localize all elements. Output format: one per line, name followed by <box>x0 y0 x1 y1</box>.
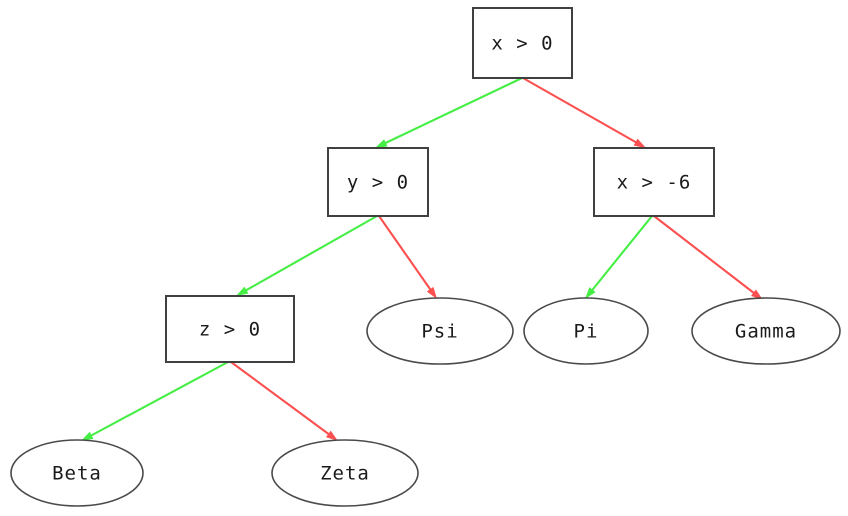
edge-line <box>230 361 332 437</box>
node-label: Pi <box>574 321 599 343</box>
arrowhead-icon <box>426 286 437 299</box>
node-root[interactable]: x > 0 <box>472 7 573 79</box>
node-x_gt_m6[interactable]: x > -6 <box>593 147 715 217</box>
node-label: Zeta <box>320 463 370 485</box>
node-label: Gamma <box>735 321 797 343</box>
decision-node-shape[interactable] <box>165 295 295 363</box>
node-label: Psi <box>421 321 458 343</box>
arrowhead-icon <box>236 286 249 296</box>
leaf-node-shape[interactable] <box>523 297 649 365</box>
arrowhead-icon <box>375 139 388 148</box>
node-label: x > 0 <box>491 33 553 55</box>
leaf-node-shape[interactable] <box>366 297 514 365</box>
edge-true <box>585 215 653 299</box>
leaf-node-shape[interactable] <box>271 439 419 507</box>
arrowhead-icon <box>633 138 646 148</box>
edge-false <box>378 215 437 299</box>
edge-line <box>653 215 757 296</box>
decision-node-shape[interactable] <box>472 7 573 79</box>
edge-false <box>230 361 338 441</box>
edge-false <box>653 215 763 300</box>
edge-line <box>378 215 433 293</box>
edge-false <box>522 77 646 148</box>
node-z_gt_0[interactable]: z > 0 <box>165 295 295 363</box>
edge-line <box>243 215 378 293</box>
leaf-node-shape[interactable] <box>691 297 841 365</box>
node-label: z > 0 <box>199 319 261 341</box>
leaf-node-shape[interactable] <box>10 439 144 507</box>
edge-line <box>88 361 229 438</box>
node-y_gt_0[interactable]: y > 0 <box>327 147 429 217</box>
node-label: x > -6 <box>617 172 692 194</box>
decision-node-shape[interactable] <box>327 147 429 217</box>
edge-true <box>81 361 229 441</box>
edge-line <box>522 77 639 145</box>
node-beta[interactable]: Beta <box>10 439 144 507</box>
edge-true <box>236 215 378 296</box>
node-pi[interactable]: Pi <box>523 297 649 365</box>
arrowhead-icon <box>585 287 596 299</box>
node-label: Beta <box>52 463 102 485</box>
arrowhead-icon <box>81 431 94 441</box>
arrowhead-icon <box>325 430 338 441</box>
edges-layer <box>81 77 763 441</box>
node-zeta[interactable]: Zeta <box>271 439 419 507</box>
edge-line <box>589 215 653 293</box>
edge-true <box>375 77 523 148</box>
node-label: y > 0 <box>347 172 409 194</box>
node-gamma[interactable]: Gamma <box>691 297 841 365</box>
edge-line <box>382 77 523 146</box>
decision-node-shape[interactable] <box>593 147 715 217</box>
node-psi[interactable]: Psi <box>366 297 514 365</box>
